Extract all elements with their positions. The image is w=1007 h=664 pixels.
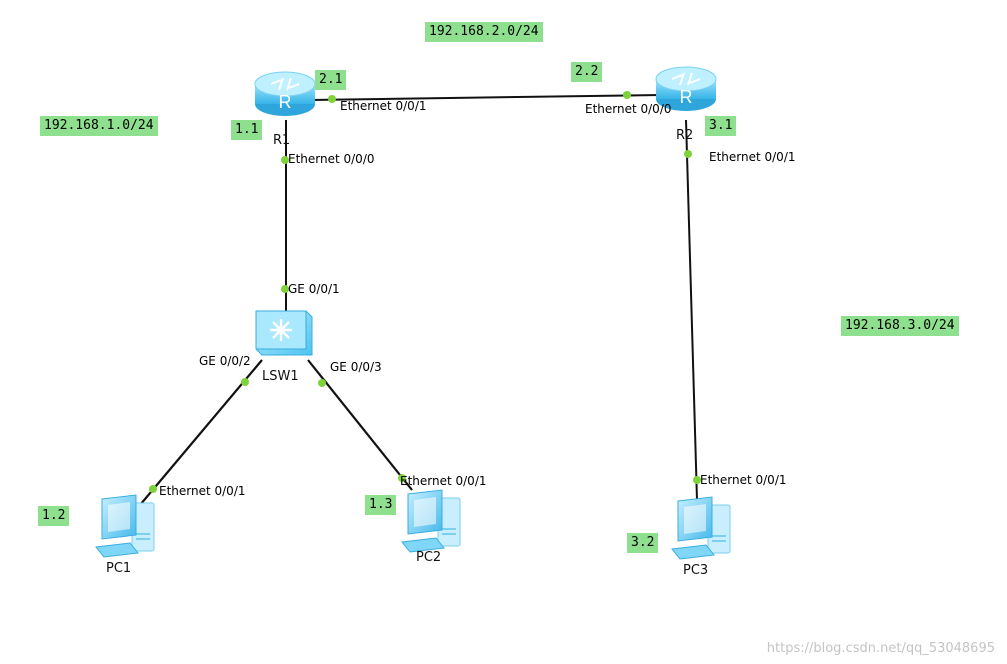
port-dot: [281, 285, 289, 293]
ip-tag-pc1: 1.2: [38, 506, 70, 526]
device-name-pc3: PC3: [683, 563, 709, 578]
port-dot: [684, 150, 692, 158]
network-label-net3: 192.168.3.0/24: [841, 316, 959, 336]
network-label-net1: 192.168.1.0/24: [40, 116, 158, 136]
port-dot: [328, 95, 336, 103]
port-dots: [149, 91, 701, 493]
ip-tag-pc3: 3.2: [627, 533, 659, 553]
interface-label: GE 0/0/3: [330, 360, 382, 374]
ip-tag-r1-wan: 2.1: [315, 70, 347, 90]
watermark: https://blog.csdn.net/qq_53048695: [766, 641, 995, 656]
router-icon[interactable]: [254, 71, 316, 117]
port-dot: [149, 485, 157, 493]
interface-label: Ethernet 0/0/0: [585, 102, 672, 116]
interface-label: Ethernet 0/0/1: [340, 99, 427, 113]
link-r2-pc3: [685, 119, 698, 501]
port-dot: [398, 474, 406, 482]
device-name-pc2: PC2: [416, 550, 442, 565]
interface-label: Ethernet 0/0/1: [400, 474, 487, 488]
pc-icon[interactable]: [95, 494, 155, 558]
device-name-r1: R1: [273, 133, 291, 148]
interface-label: Ethernet 0/0/1: [159, 484, 246, 498]
link-r1-r2: [309, 94, 661, 101]
pc-icon[interactable]: [401, 489, 461, 553]
ip-tag-r2-lan: 3.1: [705, 116, 737, 136]
interface-label: GE 0/0/2: [199, 354, 251, 368]
port-dot: [318, 379, 326, 387]
switch-icon[interactable]: [255, 310, 313, 356]
network-label-net2: 192.168.2.0/24: [425, 22, 543, 42]
ip-tag-pc2: 1.3: [365, 495, 397, 515]
port-dot: [281, 156, 289, 164]
interface-label: Ethernet 0/0/1: [709, 150, 796, 164]
ip-tag-r2-wan: 2.2: [571, 62, 603, 82]
port-dot: [623, 91, 631, 99]
links: [139, 94, 698, 506]
device-name-pc1: PC1: [106, 561, 132, 576]
port-dot: [693, 476, 701, 484]
interface-label: Ethernet 0/0/0: [288, 152, 375, 166]
device-name-r2: R2: [676, 128, 694, 143]
interface-label: Ethernet 0/0/1: [700, 473, 787, 487]
ip-tag-r1-lan: 1.1: [231, 120, 263, 140]
pc-icon[interactable]: [671, 496, 731, 560]
device-name-lsw1: LSW1: [262, 369, 299, 384]
interface-label: GE 0/0/1: [288, 282, 340, 296]
port-dot: [241, 378, 249, 386]
